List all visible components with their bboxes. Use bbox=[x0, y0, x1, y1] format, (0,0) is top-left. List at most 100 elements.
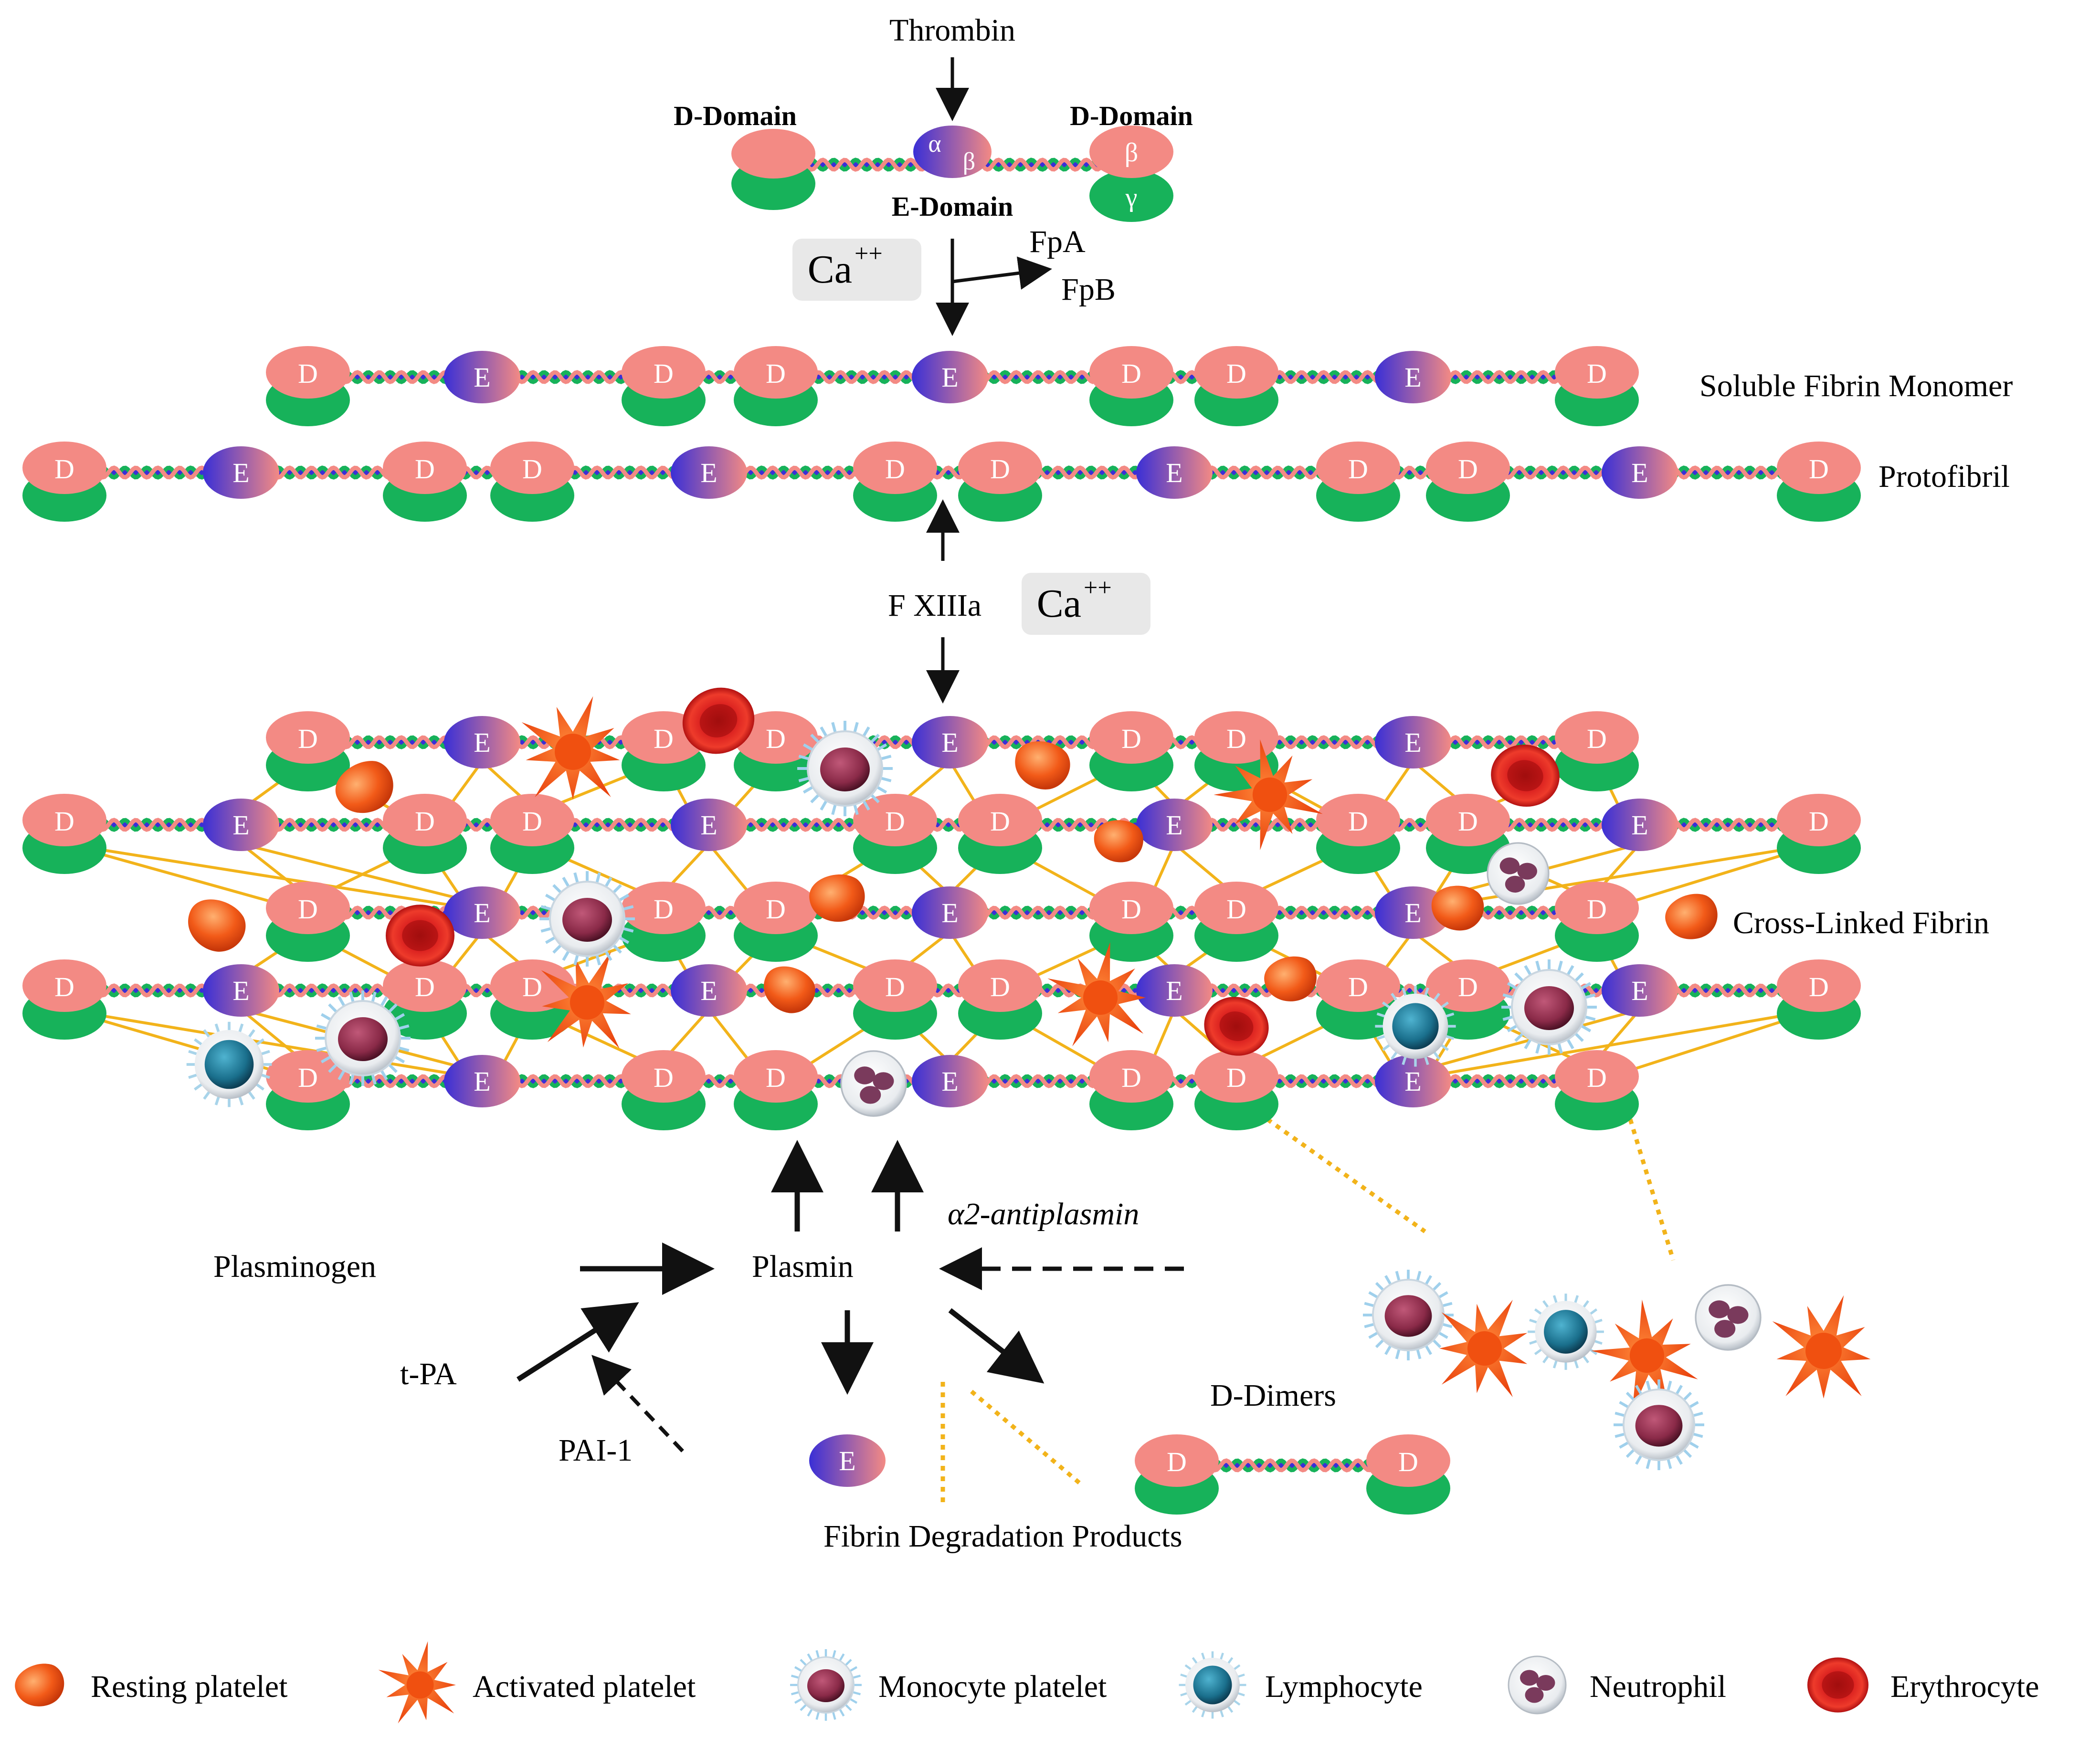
d-domain-node: D bbox=[1366, 1434, 1450, 1515]
blood-cells bbox=[186, 687, 1871, 1471]
plasmin-to-ddimer-arrow bbox=[948, 1308, 1045, 1384]
resting-platelet-cell bbox=[1264, 956, 1317, 1001]
resting-platelet-cell bbox=[809, 874, 865, 922]
coiled-coil-strand bbox=[63, 818, 1819, 832]
resting-platelet-cell bbox=[763, 966, 815, 1013]
activated-platelet-cell bbox=[1047, 942, 1146, 1047]
d-domain-letter: D bbox=[766, 1062, 786, 1093]
monocyte-platelet-cell bbox=[797, 721, 893, 816]
e-domain-node: E bbox=[912, 351, 988, 403]
d-domain-letter: D bbox=[1226, 1062, 1246, 1093]
resting-platelet-cell bbox=[335, 761, 393, 813]
d-domain-letter: D bbox=[990, 806, 1010, 837]
d-domain-node: D bbox=[1135, 1434, 1219, 1515]
stage1-labels: Thrombin D-Domain D-Domain E-Domain FpA … bbox=[674, 13, 1193, 307]
alpha-chain-label: α bbox=[928, 130, 941, 158]
erythrocyte-cell bbox=[682, 687, 755, 754]
d-domain-letter: D bbox=[1226, 723, 1246, 754]
e-domain-letter: E bbox=[1404, 727, 1421, 758]
beta-chain-label: β bbox=[1125, 138, 1139, 168]
resting-platelet-cell bbox=[188, 899, 246, 952]
stage4-labels: Plasminogen Plasmin α2-antiplasmin t-PA … bbox=[213, 1197, 1336, 1554]
neutrophil-cell bbox=[1695, 1284, 1762, 1351]
e-domain-letter: E bbox=[232, 457, 249, 488]
e-domain-letter: E bbox=[1631, 975, 1648, 1006]
d-domain-letter: D bbox=[885, 806, 905, 837]
fpb-label: FpB bbox=[1061, 272, 1116, 307]
beta-chain-label: β bbox=[963, 148, 975, 175]
legend-label: Lymphocyte bbox=[1265, 1669, 1423, 1704]
tpa-activation-arrow bbox=[517, 1302, 639, 1382]
e-domain-letter: E bbox=[941, 362, 958, 393]
d-domain-node: D bbox=[22, 959, 106, 1040]
gamma-chain-label: γ bbox=[1125, 183, 1138, 212]
d-domain-letter: D bbox=[1121, 723, 1141, 754]
activated-platelet-cell bbox=[1439, 1299, 1528, 1398]
e-domain-node: E bbox=[671, 799, 747, 851]
d-domain-letter: D bbox=[1809, 971, 1829, 1002]
e-domain-letter: E bbox=[474, 362, 490, 393]
e-domain-node: E bbox=[203, 799, 279, 851]
erythrocyte-icon bbox=[1807, 1657, 1868, 1713]
monocyte-platelet-cell bbox=[1362, 1269, 1454, 1361]
legend-label: Resting platelet bbox=[91, 1669, 287, 1704]
d-domain-letter: D bbox=[990, 971, 1010, 1002]
e-domain-letter: E bbox=[1631, 810, 1648, 841]
d-domain-node: D bbox=[622, 346, 706, 426]
d-domain-letter: D bbox=[522, 806, 542, 837]
d-domain-letter: D bbox=[1121, 1062, 1141, 1093]
e-domain-letter: E bbox=[1166, 457, 1182, 488]
e-domain-letter: E bbox=[941, 897, 958, 928]
coiled-coil-strand bbox=[63, 465, 1819, 480]
e-domain-letter: E bbox=[941, 727, 958, 758]
neutrophil-cell bbox=[1487, 842, 1550, 905]
legend-item: Lymphocyte bbox=[1179, 1651, 1423, 1719]
d-domain-letter: D bbox=[654, 1062, 674, 1093]
neutrophil-icon bbox=[1508, 1655, 1567, 1715]
e-domain-letter: E bbox=[1166, 975, 1182, 1006]
d-domain-node: D bbox=[1555, 882, 1639, 962]
fdp-connectors bbox=[940, 1117, 1676, 1504]
plasmin-label: Plasmin bbox=[752, 1249, 854, 1284]
lymphocyte-cell bbox=[1375, 986, 1456, 1067]
activated-platelet-icon bbox=[378, 1641, 456, 1724]
e-domain-node: E bbox=[912, 886, 988, 939]
e-domain-node: E bbox=[1602, 446, 1678, 499]
d-domain-node: D bbox=[1426, 794, 1510, 874]
arrows bbox=[517, 57, 1184, 1453]
d-domain-node: D bbox=[622, 882, 706, 962]
e-domain-node: E bbox=[912, 1055, 988, 1107]
d-domain-letter: D bbox=[1458, 453, 1478, 484]
d-domain-node: D bbox=[383, 442, 467, 522]
resting-platelet-cell bbox=[1094, 820, 1143, 863]
d-domain-letter: D bbox=[1348, 453, 1368, 484]
d-domain-letter: D bbox=[990, 453, 1010, 484]
d-domain-node: D bbox=[1555, 1050, 1639, 1130]
d-domain-node: D bbox=[1777, 442, 1861, 522]
d-domain-letter: D bbox=[885, 971, 905, 1002]
d-domain-node: D bbox=[490, 959, 574, 1040]
d-domain-letter: D bbox=[766, 358, 786, 389]
e-domain-letter: E bbox=[700, 457, 717, 488]
d-domain-node: D bbox=[266, 346, 350, 426]
legend-label: Activated platelet bbox=[473, 1669, 696, 1704]
d-domain-left-label: D-Domain bbox=[674, 100, 797, 131]
erythrocyte-cell bbox=[1491, 744, 1560, 807]
e-domain-node: E bbox=[1602, 964, 1678, 1017]
e-domain-node: E bbox=[1375, 1055, 1451, 1107]
d-domain-letter: D bbox=[1348, 806, 1368, 837]
e-domain-node: E bbox=[912, 716, 988, 768]
legend-label: Erythrocyte bbox=[1890, 1669, 2039, 1704]
d-domain-node: D bbox=[853, 959, 937, 1040]
d-domain-node: D bbox=[1194, 882, 1278, 962]
e-domain-letter: E bbox=[232, 810, 249, 841]
legend-label: Neutrophil bbox=[1590, 1669, 1726, 1704]
d-domain-node: D bbox=[1194, 1050, 1278, 1130]
d-domain-letter: D bbox=[1121, 358, 1141, 389]
pai1-label: PAI-1 bbox=[559, 1433, 633, 1468]
